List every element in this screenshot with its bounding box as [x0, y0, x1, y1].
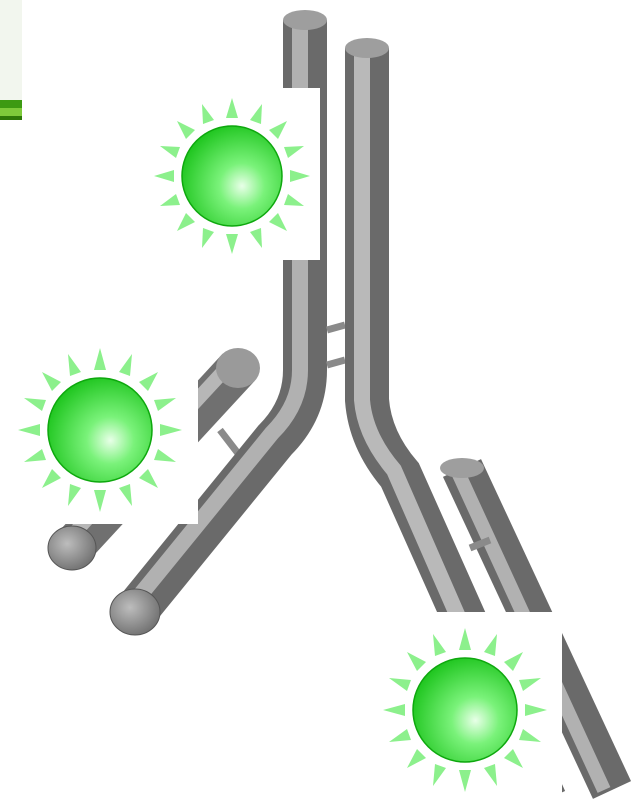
glowing-sun-icon	[150, 88, 320, 260]
hinge-bonds	[327, 325, 345, 365]
glowing-sun-icon	[383, 612, 562, 807]
glowing-sun-icon	[18, 338, 198, 524]
